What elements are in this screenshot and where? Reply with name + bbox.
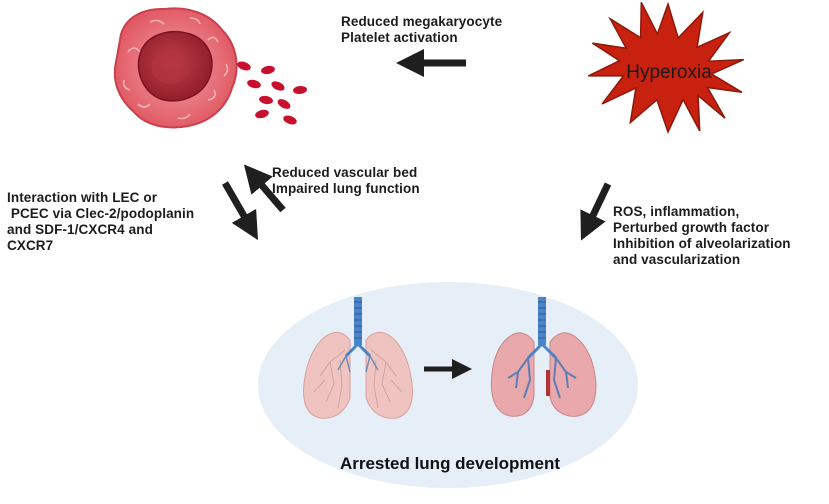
ros-effect-text: ROS, inflammation, Perturbed growth fact…	[613, 204, 791, 268]
arrested-lung-development-title: Arrested lung development	[339, 454, 561, 473]
platelet-effect-line-1: Reduced megakaryocyte	[341, 14, 503, 29]
hyperoxia-starburst-icon	[587, 1, 745, 134]
platelet-effect-text: Reduced megakaryocyte Platelet activatio…	[341, 14, 502, 46]
ros-effect-line-3: Inhibition of alveolarization	[613, 236, 791, 251]
ros-effect-line-4: and vascularization	[613, 252, 741, 267]
arrested-lung-icon	[490, 297, 597, 417]
megakaryocyte-icon	[113, 7, 238, 129]
vascular-effect-line-1: Reduced vascular bed	[272, 165, 418, 180]
interaction-text: Interaction with LEC or PCEC via Clec-2/…	[7, 190, 194, 254]
ros-effect-line-2: Perturbed growth factor	[613, 220, 770, 235]
platelet-effect-line-2: Platelet activation	[341, 30, 458, 45]
interaction-line-1: Interaction with LEC or	[7, 190, 158, 205]
interaction-line-4: CXCR7	[7, 238, 54, 253]
normal-lung-icon	[303, 297, 413, 419]
vascular-effect-line-2: Impaired lung function	[272, 181, 420, 196]
interaction-line-3: and SDF-1/CXCR4 and	[7, 222, 153, 237]
interaction-line-2: PCEC via Clec-2/podoplanin	[7, 206, 195, 221]
hyperoxia-label: Hyperoxia	[626, 62, 712, 83]
vascular-effect-text: Reduced vascular bed Impaired lung funct…	[272, 165, 420, 197]
arrow-up-reduced-vascular	[243, 164, 286, 213]
arrow-down-interaction	[221, 181, 259, 241]
ros-effect-line-1: ROS, inflammation,	[613, 204, 740, 219]
arrow-hyperoxia-to-ros	[580, 182, 612, 241]
platelets-icon	[237, 61, 307, 125]
